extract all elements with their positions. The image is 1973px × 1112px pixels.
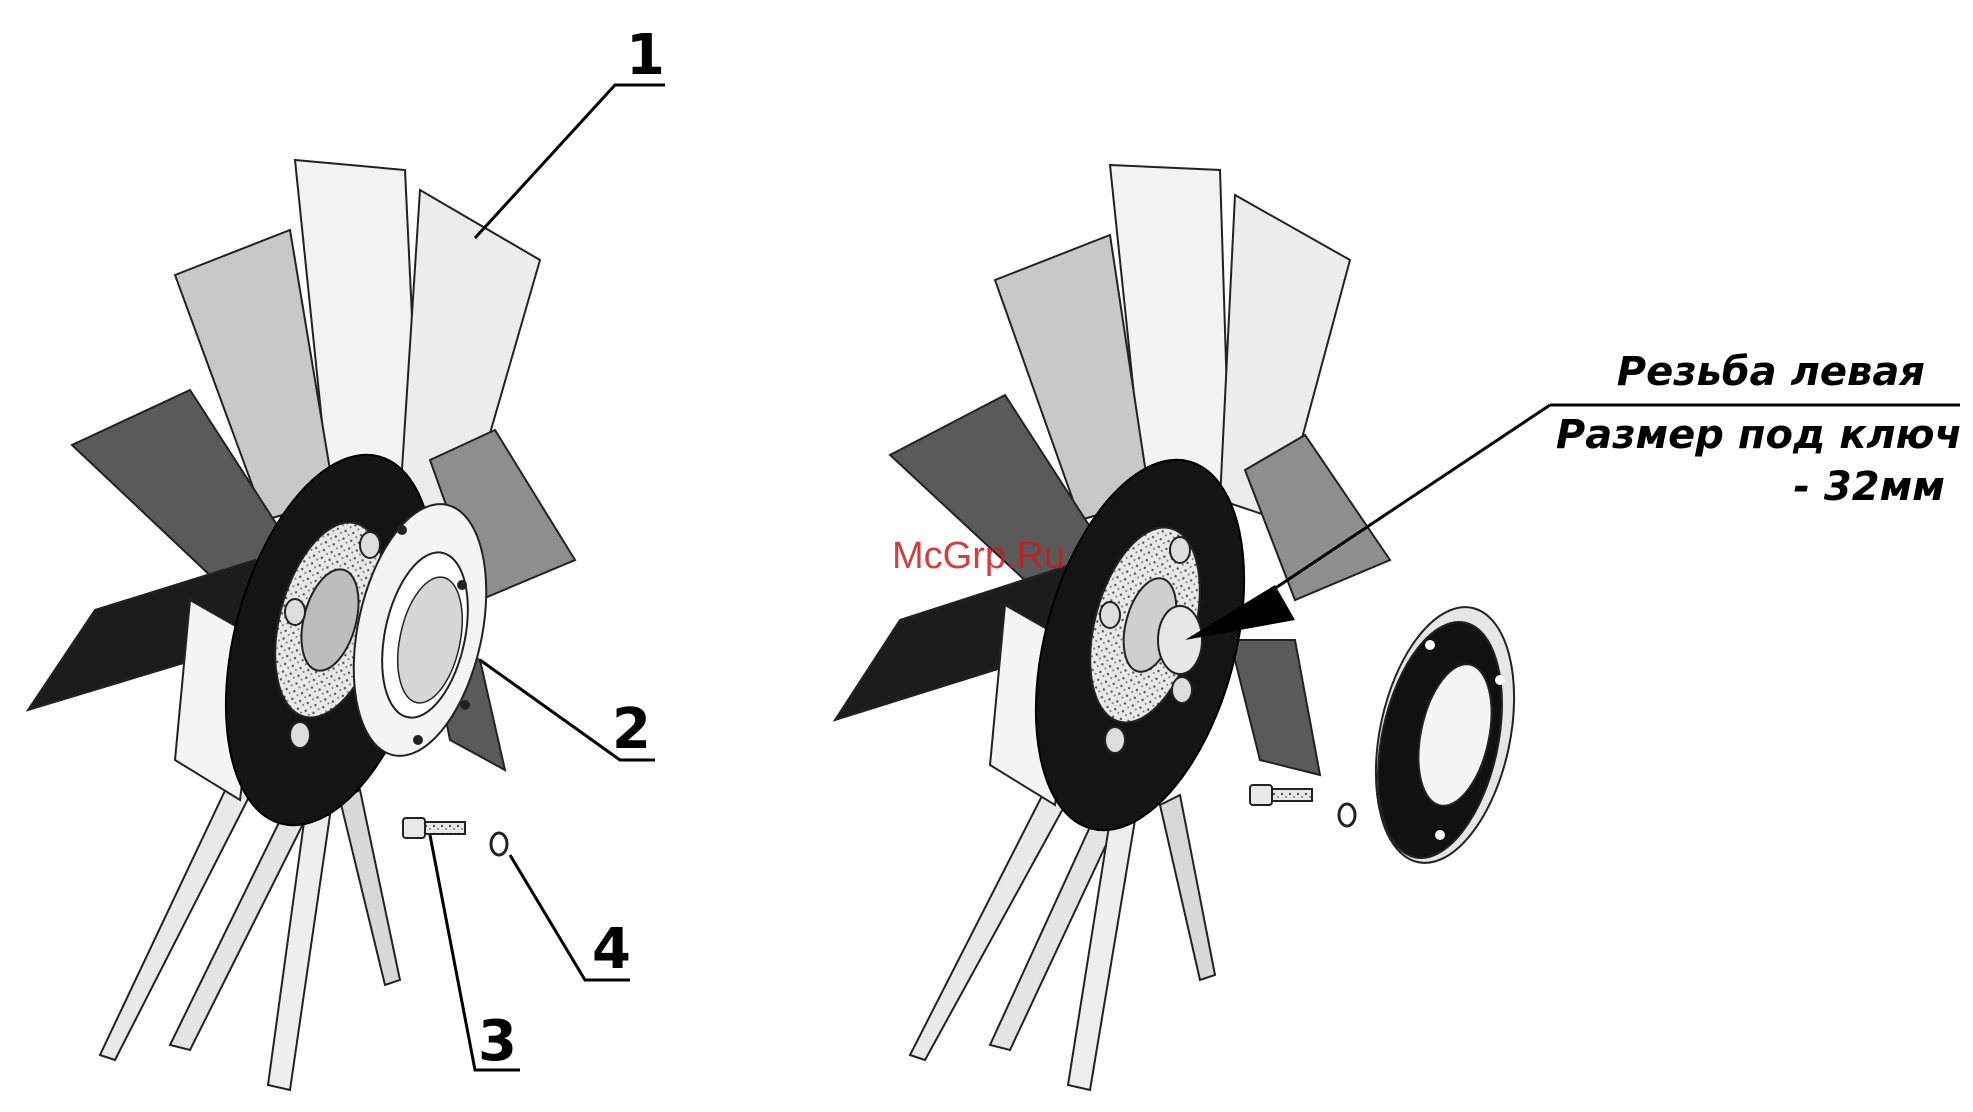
watermark: McGrp.Ru (892, 535, 1065, 577)
left-bolt (403, 818, 465, 838)
right-bolt (1250, 785, 1312, 805)
part-label-4: 4 (592, 917, 631, 982)
callout-thread-direction: Резьба левая (1617, 349, 1925, 395)
part-label-3: 3 (478, 1009, 517, 1074)
right-detached-flange (1354, 594, 1535, 875)
part-label-2: 2 (612, 697, 651, 762)
right-washer (1339, 804, 1355, 826)
right-hub-nut (1158, 606, 1202, 674)
right-fan-assembly (835, 165, 1536, 1090)
left-washer (491, 833, 507, 855)
callout-wrench-size-value: - 32мм (1793, 464, 1945, 510)
callout-wrench-size-label: Размер под ключ (1556, 412, 1962, 458)
part-label-1: 1 (626, 23, 665, 88)
left-fan-assembly (28, 160, 575, 1090)
